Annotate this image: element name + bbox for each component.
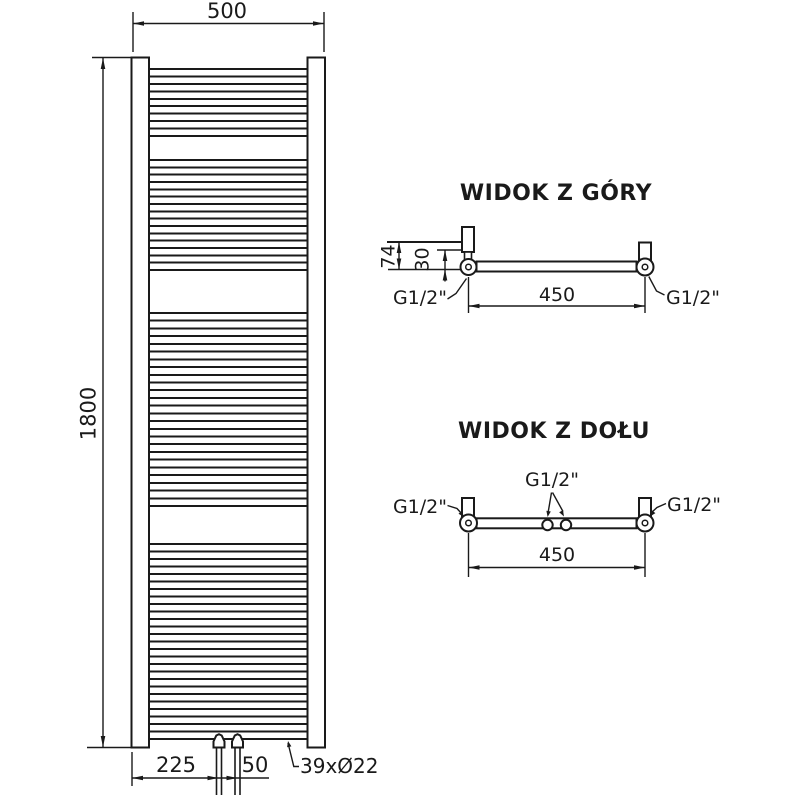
top-offset-label: 30 [411, 247, 434, 272]
top-spacing-dimension [467, 277, 646, 313]
arrow-right-icon [226, 775, 238, 781]
bottom-right-connection-label: G1/2" [667, 494, 722, 516]
bottom-view [447, 492, 667, 577]
bottom-center-connection-right [559, 518, 573, 532]
top-left-connection-port [464, 263, 473, 271]
inlet-valve-right [231, 733, 244, 749]
arrow-down-icon [396, 258, 402, 270]
arrow-down-icon [546, 510, 551, 517]
top-view-title: WIDOK Z GÓRY [459, 181, 653, 206]
front-tube-group-3 [149, 312, 308, 507]
arrow-down-icon [559, 510, 564, 517]
front-view [87, 12, 326, 795]
front-left-rail [130, 56, 150, 749]
front-right-rail [306, 56, 326, 749]
top-tube-bar [475, 260, 638, 273]
bottom-center-leaders [546, 492, 564, 517]
bottom-center-connection-label: G1/2" [524, 469, 580, 491]
arrow-right-icon [313, 21, 324, 26]
arrow-up-icon [100, 58, 106, 69]
top-left-connection-leader [447, 278, 468, 300]
top-right-connection [635, 257, 655, 277]
bottom-left-connection-port [464, 519, 473, 527]
arrow-right-icon [207, 775, 219, 781]
top-depth-label: 74 [377, 244, 400, 269]
arrow-up-icon [442, 250, 448, 261]
top-left-connection [459, 258, 478, 276]
bottom-left-connection-label: G1/2" [392, 496, 447, 518]
top-right-connection-leader [648, 276, 665, 296]
top-right-connection-port [641, 263, 649, 271]
arrow-right-icon [634, 303, 645, 309]
bottom-right-connection [635, 513, 655, 533]
arrow-left-icon [133, 21, 144, 26]
front-tube-spec-label: 39xØ22 [300, 754, 379, 778]
bottom-tube-bar [475, 517, 638, 530]
top-view [387, 226, 665, 313]
top-left-connection-label: G1/2" [392, 287, 447, 309]
bottom-side-leaders [447, 502, 667, 517]
arrow-leader-icon [458, 511, 464, 517]
bottom-spacing-label: 450 [538, 544, 576, 566]
arrow-left-icon [468, 565, 480, 570]
arrow-down-icon [100, 736, 106, 747]
top-right-connection-label: G1/2" [666, 287, 721, 309]
bottom-right-connection-port [641, 519, 649, 527]
top-depth-dimension [396, 242, 402, 270]
arrow-left-icon [468, 303, 480, 309]
bottom-left-connection [459, 513, 478, 533]
bottom-center-connection-left [541, 518, 554, 532]
arrow-right-icon [634, 565, 645, 570]
front-width-label: 500 [206, 0, 248, 23]
front-height-dimension [87, 56, 131, 749]
top-spacing-label: 450 [538, 284, 576, 306]
bottom-spacing-dimension [467, 533, 646, 577]
inlet-valve-left [212, 733, 226, 749]
arrow-leader-icon [287, 741, 292, 748]
arrow-up-icon [396, 242, 402, 253]
top-left-bracket [461, 226, 475, 253]
front-width-dimension [132, 12, 325, 52]
front-tube-group-2 [149, 159, 308, 271]
inlet-pipes [215, 747, 241, 795]
front-tube-group-4 [149, 543, 308, 740]
arrow-up-icon [442, 269, 448, 281]
top-offset-dimension [442, 250, 448, 282]
arrow-leader-icon [650, 510, 656, 517]
arrow-left-icon [132, 775, 143, 781]
front-inlet-spacing-label: 50 [241, 753, 269, 777]
front-height-label: 1800 [76, 386, 101, 441]
bottom-view-title: WIDOK Z DOŁU [458, 419, 650, 444]
front-inlet-fittings [212, 733, 244, 795]
front-bottom-dimensions [131, 752, 269, 786]
top-right-bracket [638, 241, 652, 261]
front-tube-spec-leader [287, 741, 299, 768]
front-inlet-offset-label: 225 [155, 753, 197, 777]
front-tube-group-1 [149, 68, 308, 137]
